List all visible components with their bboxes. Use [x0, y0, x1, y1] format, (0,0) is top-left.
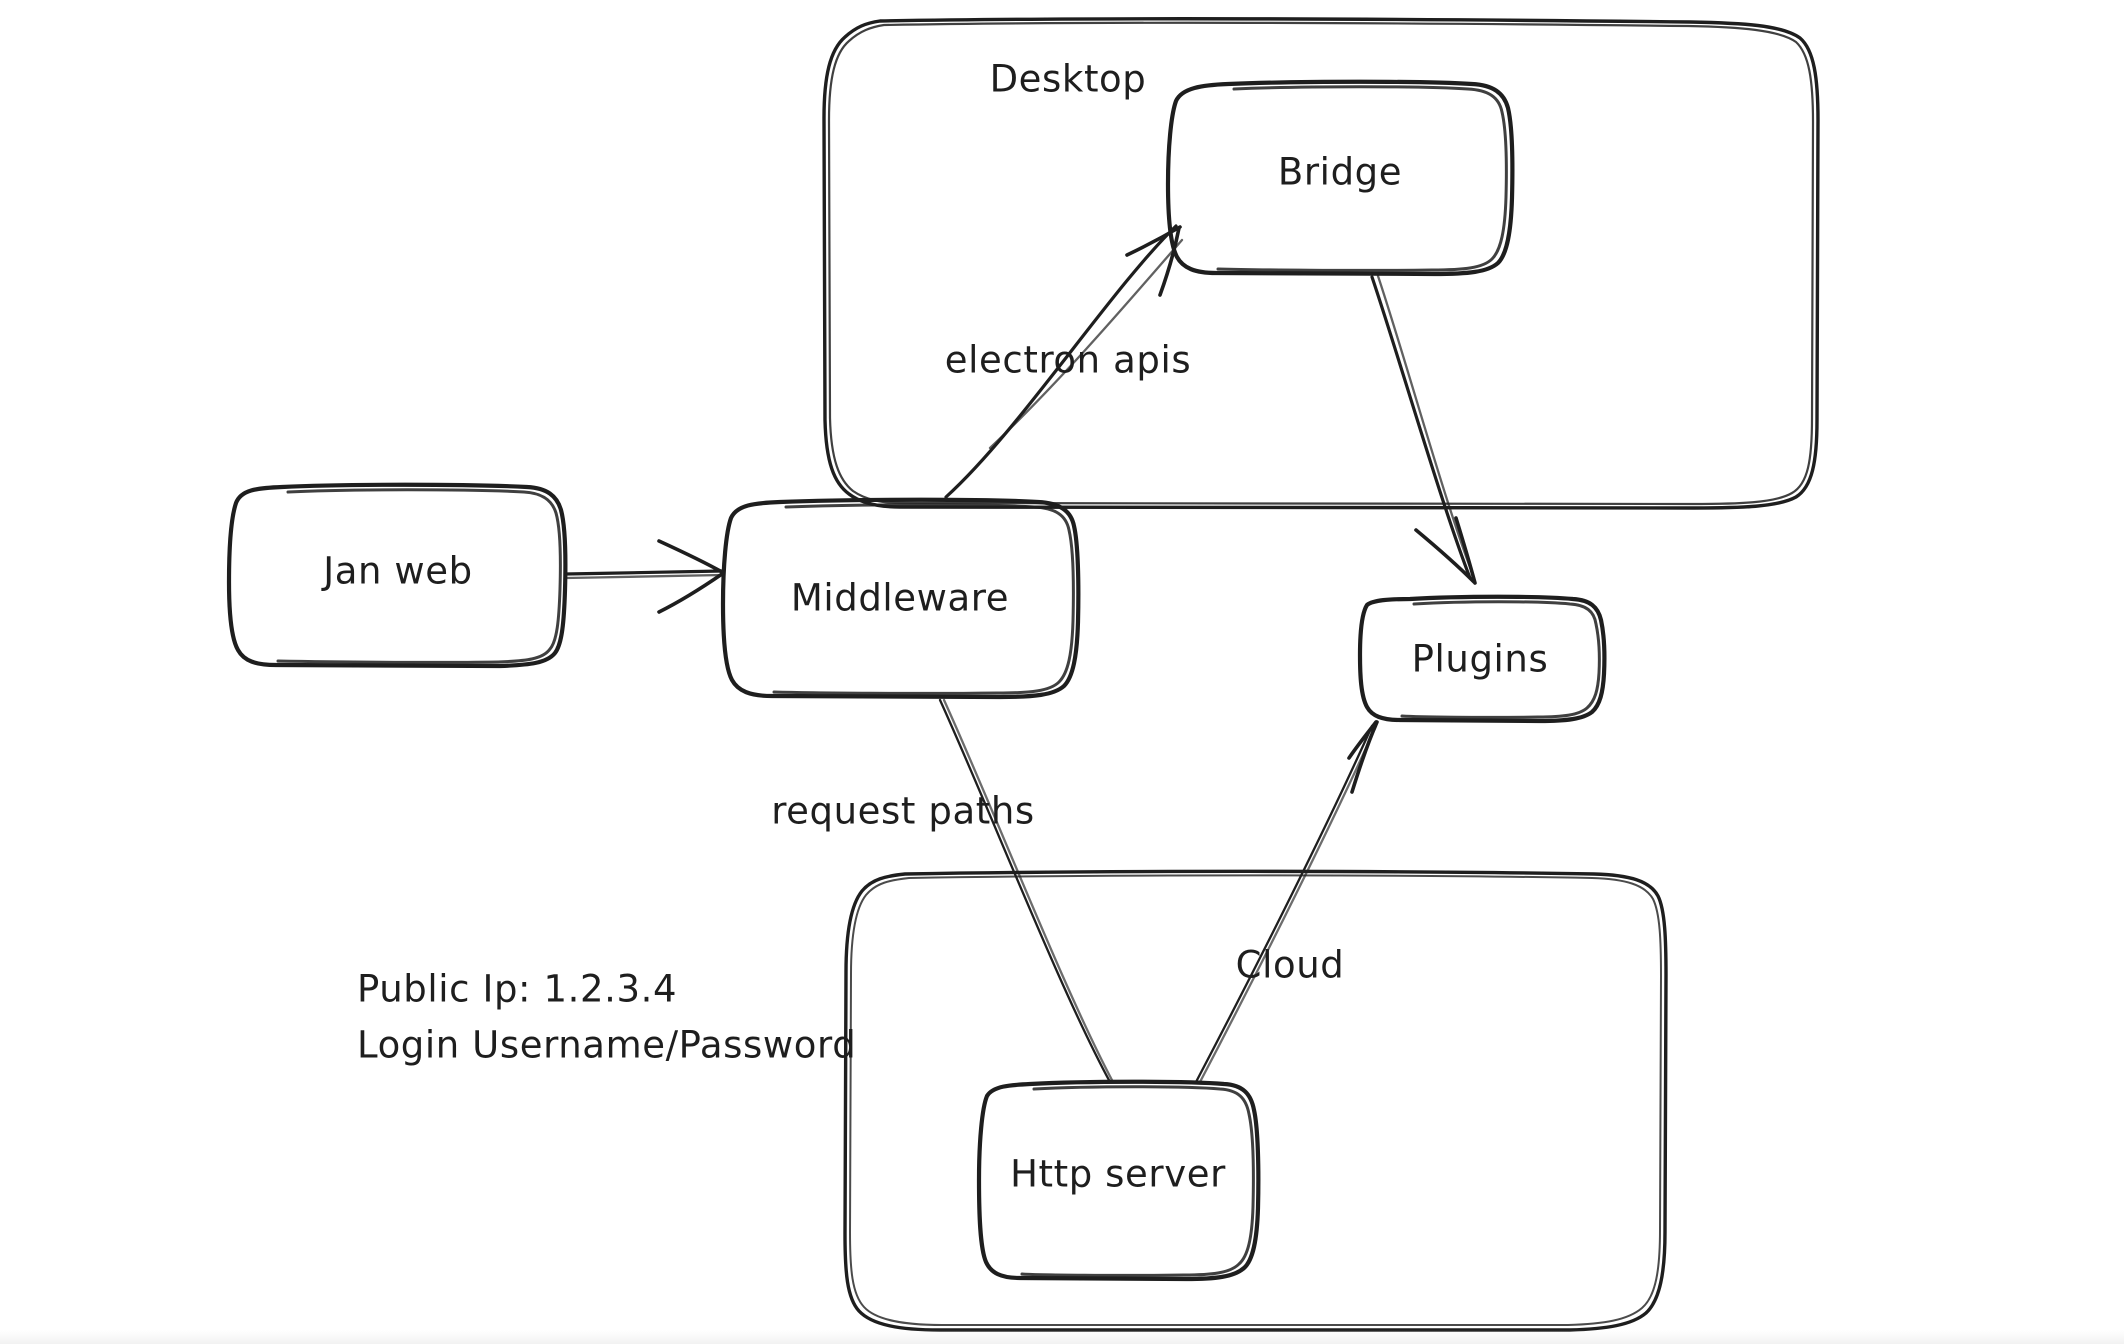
note-login-credentials: Login Username/Password: [357, 1024, 856, 1067]
edge-label-request-paths: request paths: [771, 790, 1035, 833]
node-middleware[interactable]: Middleware: [720, 497, 1081, 700]
node-jan-web-label: Jan web: [321, 550, 473, 593]
node-bridge[interactable]: Bridge: [1165, 79, 1515, 277]
edge-bridge-to-plugins[interactable]: [1370, 274, 1477, 585]
edge-http-server-to-plugins[interactable]: Cloud: [1194, 720, 1379, 1084]
node-bridge-label: Bridge: [1278, 151, 1402, 194]
container-desktop-label: Desktop: [990, 58, 1147, 101]
node-plugins[interactable]: Plugins: [1357, 594, 1607, 724]
edge-middleware-to-http-server[interactable]: request paths: [771, 698, 1115, 1084]
node-http-server[interactable]: Http server: [976, 1079, 1261, 1282]
note-block[interactable]: Public Ip: 1.2.3.4 Login Username/Passwo…: [357, 968, 856, 1067]
edge-label-electron-apis: electron apis: [945, 339, 1191, 382]
arrowhead-middleware-to-bridge: [1125, 225, 1182, 257]
edge-middleware-to-bridge[interactable]: electron apis: [944, 224, 1191, 499]
node-jan-web[interactable]: Jan web: [226, 482, 568, 669]
arrowhead-bridge-to-plugins: [1414, 528, 1476, 584]
container-cloud-group[interactable]: [843, 869, 1668, 1332]
node-plugins-label: Plugins: [1412, 638, 1549, 681]
arrowhead-http-server-to-plugins: [1347, 720, 1378, 760]
container-desktop[interactable]: Desktop: [822, 17, 1820, 510]
edge-label-cloud: Cloud: [1236, 944, 1345, 987]
edge-jan-web-to-middleware[interactable]: [564, 539, 724, 614]
node-http-server-label: Http server: [1010, 1153, 1226, 1196]
node-middleware-label: Middleware: [791, 577, 1009, 620]
note-public-ip: Public Ip: 1.2.3.4: [357, 968, 677, 1011]
arrowhead-jan-web-to-middleware: [657, 539, 724, 574]
